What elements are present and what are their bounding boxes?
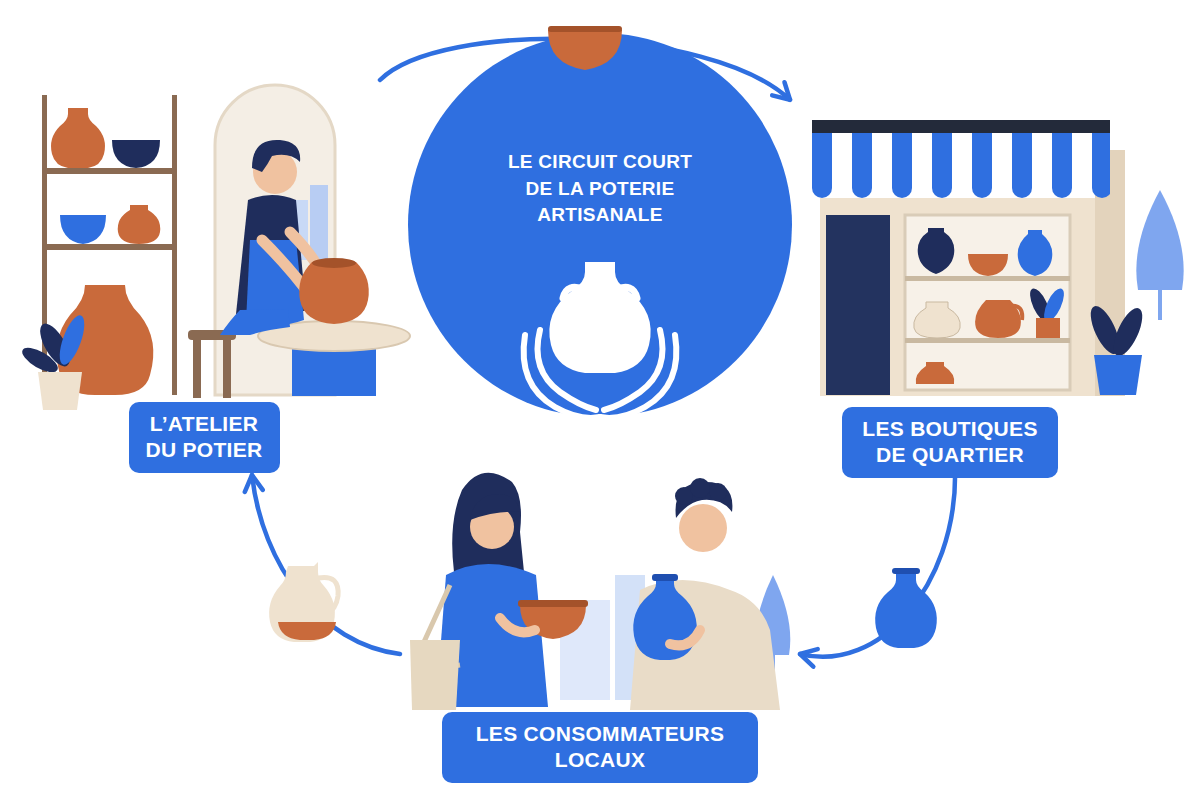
node-label: LES CONSOMMATEURS LOCAUX [455,721,745,774]
label-pill: L’ATELIER DU POTIER [129,402,280,473]
center-disc [408,33,792,417]
node-label: LES BOUTIQUES DE QUARTIER [855,416,1045,469]
node-label: L’ATELIER DU POTIER [142,411,267,464]
workshop-scene [19,85,410,410]
vase-icon [875,568,937,648]
circle-title: LE CIRCUIT COURT DE LA POTERIE ARTISANAL… [495,149,705,229]
pitcher-icon [269,562,338,642]
workshop-node: L’ATELIER DU POTIER [20,80,420,475]
shop-scene [812,120,1184,396]
center-circle: LE CIRCUIT COURT DE LA POTERIE ARTISANAL… [408,33,792,417]
shop-node: LES BOUTIQUES DE QUARTIER [790,80,1185,475]
bowl-icon [548,26,622,70]
flow-arrow [800,475,955,657]
node-label: LE CIRCUIT COURT DE LA POTERIE ARTISANAL… [495,149,705,229]
label-pill: LES BOUTIQUES DE QUARTIER [842,407,1058,478]
label-pill: LES CONSOMMATEURS LOCAUX [442,712,758,783]
flow-arrow [252,475,400,654]
consumers-scene [410,473,790,710]
consumers-node: LES CONSOMMATEURS LOCAUX [400,450,800,790]
hands-vase-icon [524,262,677,418]
